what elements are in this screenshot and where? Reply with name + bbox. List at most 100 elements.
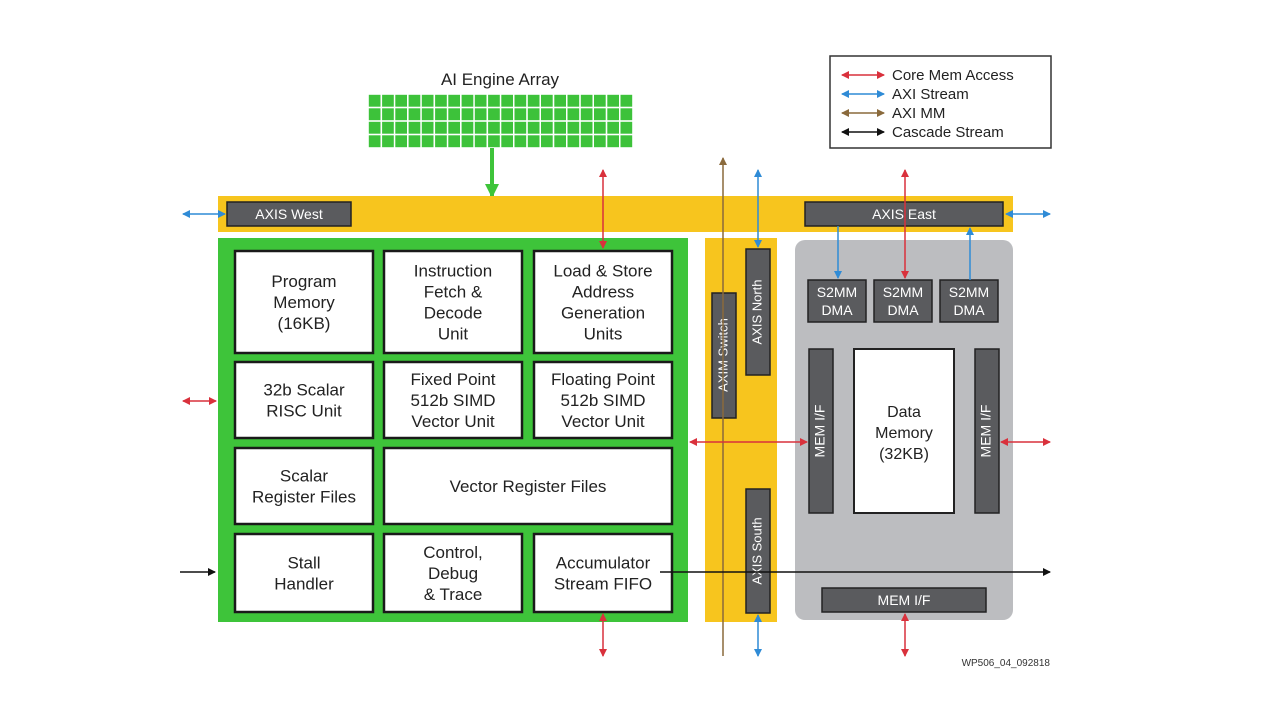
ai-engine-tile [368, 108, 381, 121]
ai-engine-tile [421, 135, 434, 148]
fixed-point-label: 512b SIMD [410, 391, 495, 410]
ai-engine-tile [567, 94, 580, 107]
ai-engine-tile [435, 121, 447, 134]
scalar-register-block [233, 446, 375, 526]
array-title: AI Engine Array [441, 70, 560, 89]
ai-engine-tile [620, 121, 633, 134]
ai-engine-tile [607, 121, 619, 134]
ai-engine-tile [541, 135, 553, 148]
ai-engine-tile [474, 94, 487, 107]
ai-engine-tile [488, 94, 500, 107]
ai-engine-tile [554, 135, 566, 148]
ai-engine-tile [554, 94, 566, 107]
ai-engine-tile [395, 135, 407, 148]
ai-engine-tile [421, 121, 434, 134]
floating-point-label: Vector Unit [561, 412, 644, 431]
ai-engine-tile [382, 121, 394, 134]
ai-engine-tile [594, 94, 606, 107]
data-memory-line-2: Memory [875, 425, 933, 442]
ai-engine-tile [421, 108, 434, 121]
legend-label: AXI MM [892, 105, 945, 122]
ai-engine-tile [395, 121, 407, 134]
ai-engine-tile [368, 135, 381, 148]
axis-south-block [745, 488, 771, 614]
ai-engine-tile [474, 121, 487, 134]
scalar-register-label: Register Files [252, 488, 356, 507]
ai-engine-tile [448, 108, 460, 121]
axis-north-block [745, 248, 771, 376]
ai-engine-tile [580, 135, 593, 148]
ai-engine-tile [554, 121, 566, 134]
ai-engine-tile [567, 121, 580, 134]
ai-engine-tile [620, 108, 633, 121]
s2mm-dma-label: S2MM [817, 284, 857, 300]
axis-west-block [226, 201, 352, 227]
scalar-register-label: Scalar [280, 467, 329, 486]
load-store-label: Generation [561, 304, 645, 323]
ai-engine-tile [474, 135, 487, 148]
ai-engine-tile [474, 108, 487, 121]
stall-handler-block [233, 532, 375, 614]
ai-engine-tile [514, 135, 527, 148]
ai-engine-tile [408, 108, 421, 121]
ai-engine-tile [541, 94, 553, 107]
accumulator-label: Accumulator [556, 554, 651, 573]
scalar-risc-label: 32b Scalar [263, 381, 345, 400]
ai-engine-tile [607, 108, 619, 121]
figure-id: WP506_04_092818 [962, 658, 1051, 669]
ai-engine-tile [554, 108, 566, 121]
s2mm-dma-label: S2MM [949, 284, 989, 300]
ai-engine-tile [408, 94, 421, 107]
program-memory-label: (16KB) [278, 314, 331, 333]
ai-engine-tile [435, 135, 447, 148]
program-memory-block [233, 249, 375, 355]
load-store-label: Load & Store [553, 262, 652, 281]
control-debug-label: Debug [428, 564, 478, 583]
mem-if-left-block [808, 348, 834, 514]
control-debug-block [382, 532, 524, 614]
ai-engine-tile [580, 108, 593, 121]
fixed-point-label: Fixed Point [410, 370, 495, 389]
ai-engine-tile [527, 121, 540, 134]
instruction-fetch-label: Decode [424, 304, 483, 323]
program-memory-label: Program [271, 272, 336, 291]
ai-engine-tile [488, 108, 500, 121]
ai-engine-tile [514, 94, 527, 107]
ai-engine-tile [620, 135, 633, 148]
axis-east-label: AXIS East [872, 206, 936, 222]
ai-engine-tile [607, 135, 619, 148]
mem-if-bottom-label: MEM I/F [878, 592, 931, 608]
data-memory-block [853, 348, 955, 514]
axis-south-label: AXIS South [749, 517, 764, 584]
ai-engine-tile [421, 94, 434, 107]
ai-engine-tile [435, 94, 447, 107]
ai-engine-tile [527, 135, 540, 148]
s2mm-dma-label: DMA [821, 302, 853, 318]
accumulator-label: Stream FIFO [554, 575, 652, 594]
ai-engine-tile [461, 121, 474, 134]
ai-engine-tile [594, 121, 606, 134]
mem-if-right-block [974, 348, 1000, 514]
ai-engine-tile [461, 135, 474, 148]
stall-handler-label: Stall [287, 554, 320, 573]
ai-engine-tile [395, 94, 407, 107]
ai-engine-tile [501, 135, 513, 148]
floating-point-label: Floating Point [551, 370, 655, 389]
legend-label: Core Mem Access [892, 67, 1014, 84]
ai-engine-tile [395, 108, 407, 121]
scalar-risc-block [233, 360, 375, 440]
ai-engine-tile [501, 121, 513, 134]
ai-engine-tile [448, 94, 460, 107]
load-store-label: Address [572, 283, 634, 302]
ai-engine-tile [461, 108, 474, 121]
ai-engine-tile [514, 108, 527, 121]
ai-engine-tile [541, 108, 553, 121]
accumulator-block [532, 532, 674, 614]
program-memory-label: Memory [273, 293, 335, 312]
load-store-label: Units [584, 325, 623, 344]
s2mm-dma-block [873, 279, 933, 323]
ai-engine-tile [541, 121, 553, 134]
ai-engine-tile [567, 108, 580, 121]
ai-engine-tile [382, 94, 394, 107]
s2mm-dma-label: DMA [887, 302, 919, 318]
